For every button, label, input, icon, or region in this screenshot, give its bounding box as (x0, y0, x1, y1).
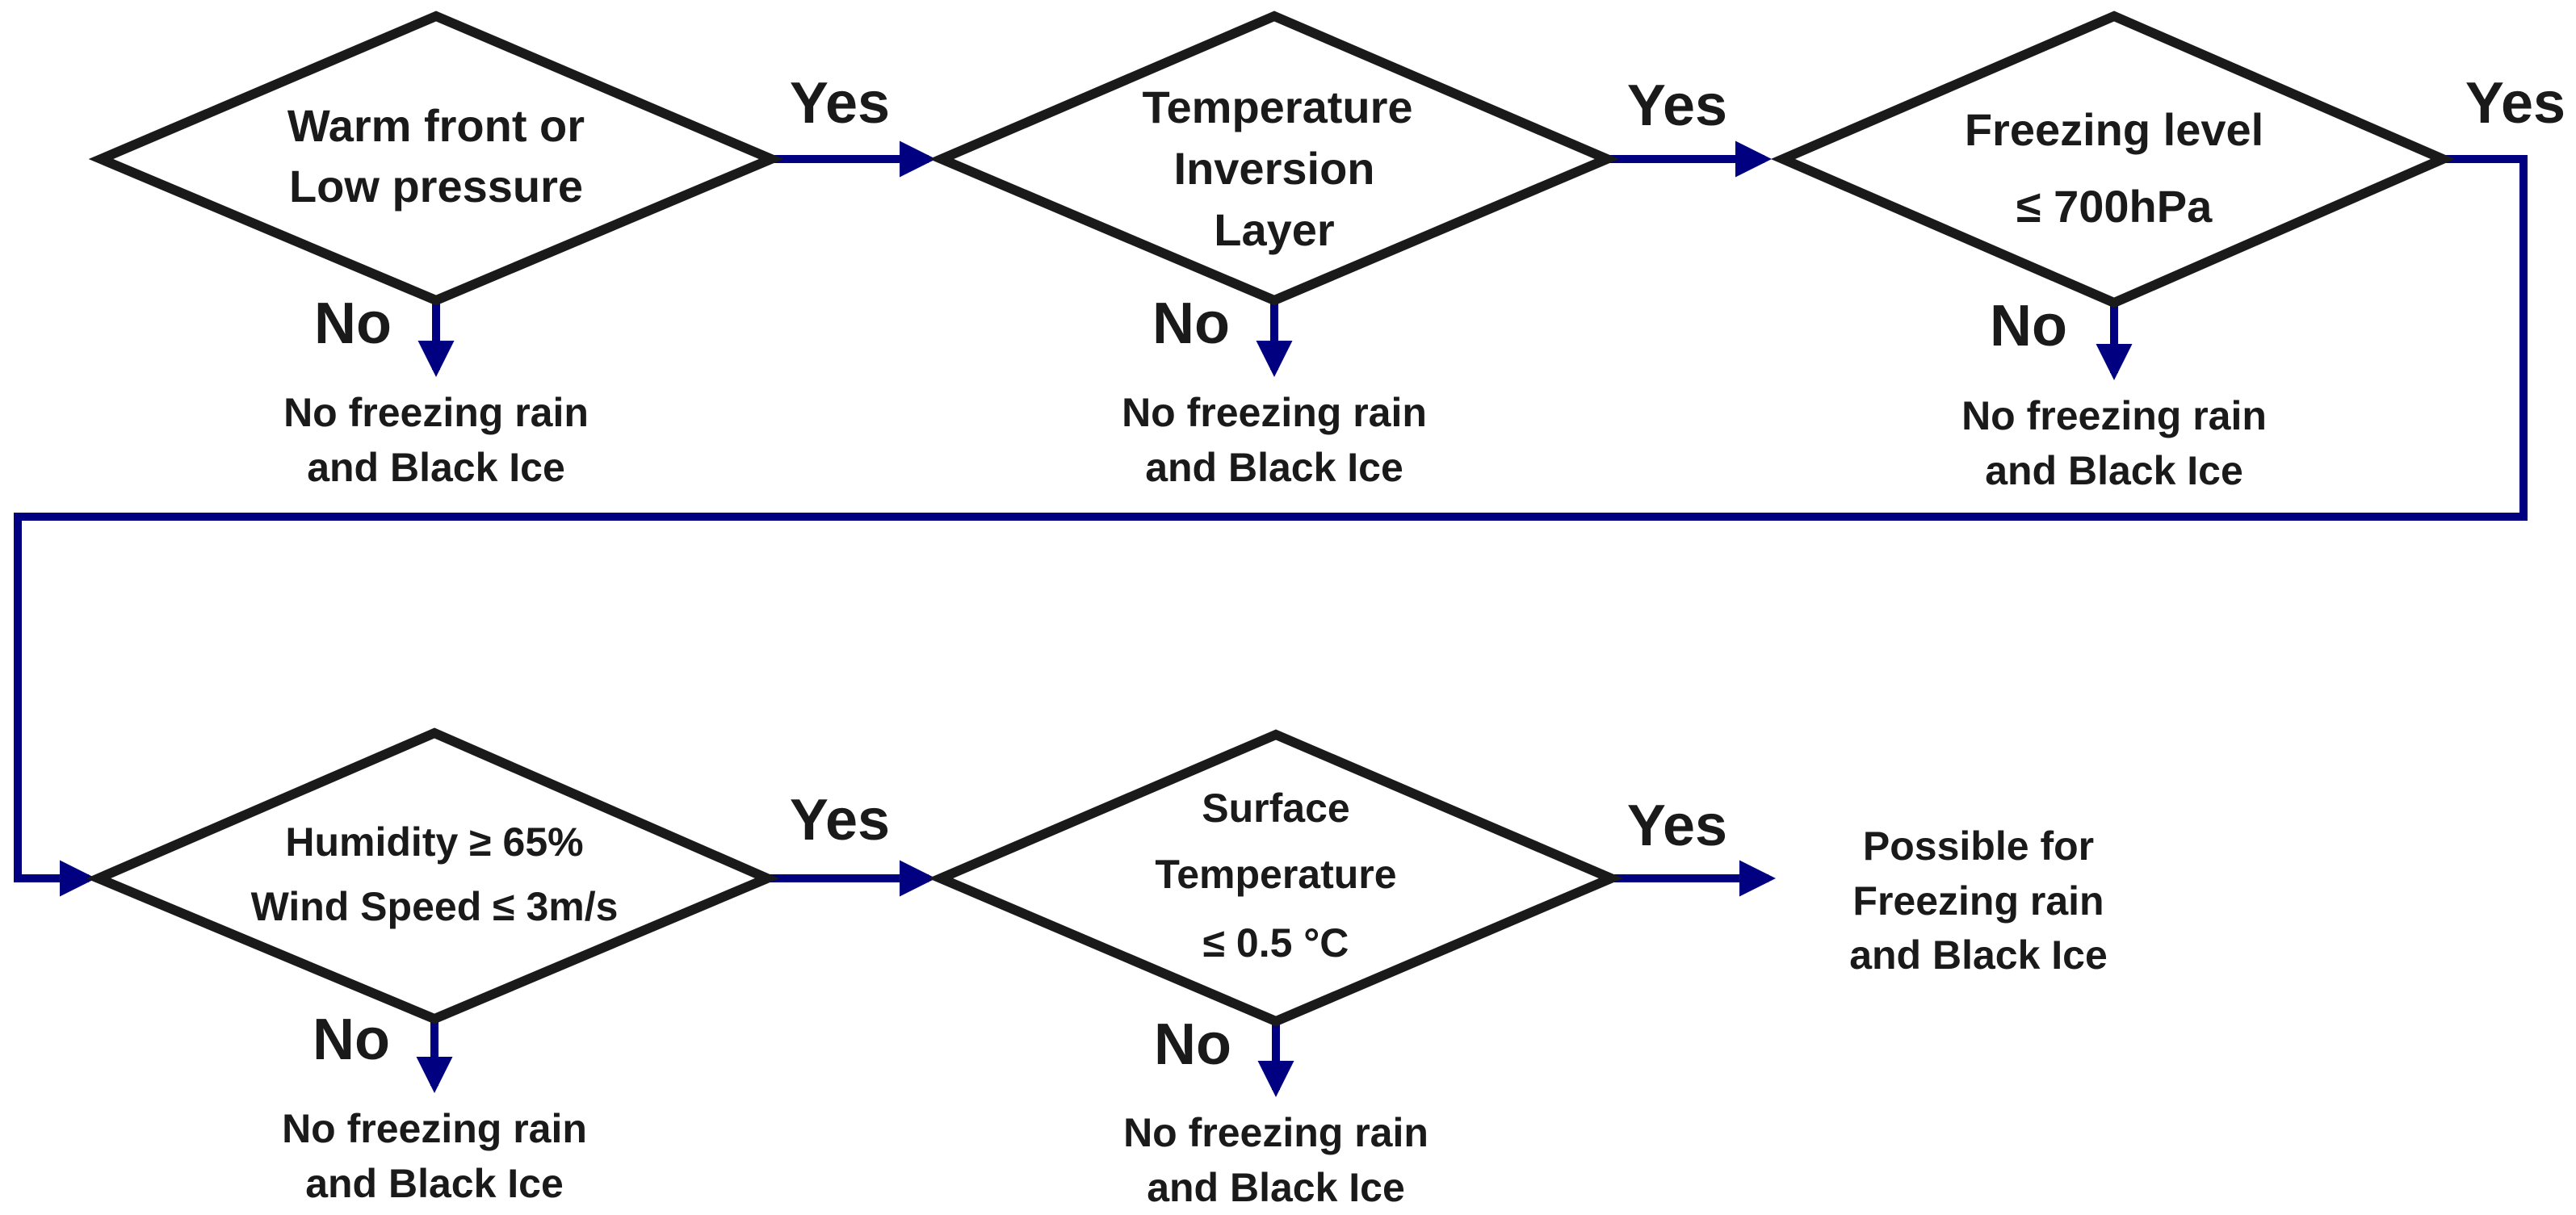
decision-freezing-level: Freezing level ≤ 700hPa (1770, 10, 2456, 308)
no-label: No (313, 1008, 390, 1072)
no-label: No (1154, 1012, 1231, 1077)
no-label: No (1152, 291, 1230, 356)
outcome-text-line: Freezing rain (1852, 878, 2104, 924)
outcome-no-freezing-4: No freezing rain and Black Ice (282, 1106, 587, 1206)
decision-text-line: Low pressure (289, 161, 583, 212)
decision-text-line: Inversion (1174, 143, 1375, 194)
decision-text-line: Surface (1202, 786, 1349, 831)
outcome-text-line: Possible for (1863, 823, 2094, 869)
outcome-text-line: No freezing rain (1961, 393, 2267, 438)
yes-label: Yes (790, 71, 890, 136)
outcome-no-freezing-1: No freezing rain and Black Ice (283, 390, 589, 490)
no-labels: No No No No No (313, 291, 2067, 1077)
decision-text-line: Layer (1214, 204, 1334, 255)
yes-arrow-3-to-4 (14, 155, 2528, 897)
no-label: No (314, 291, 392, 356)
outcome-possible-freezing: Possible for Freezing rain and Black Ice (1849, 823, 2108, 978)
no-label: No (1990, 294, 2067, 358)
decision-surface-temperature: Surface Temperature ≤ 0.5 °C (928, 729, 1624, 1027)
decision-diamond (929, 10, 1620, 306)
decision-temperature-inversion: Temperature Inversion Layer (929, 10, 1620, 306)
outcome-text-line: No freezing rain (283, 390, 589, 435)
outcome-text-line: and Black Ice (1849, 932, 2108, 978)
decision-warm-front: Warm front or Low pressure (88, 10, 784, 306)
decision-text-line: Freezing level (1965, 104, 2263, 155)
decision-diamond (1770, 10, 2456, 308)
connectors (14, 140, 2528, 1097)
decision-text-line: ≤ 700hPa (2016, 181, 2213, 232)
outcome-text-line: and Black Ice (305, 1161, 564, 1206)
decision-diamond (88, 10, 784, 306)
outcome-text-line: and Black Ice (1147, 1165, 1405, 1210)
decision-diamond (86, 727, 780, 1024)
decision-humidity-wind: Humidity ≥ 65% Wind Speed ≤ 3m/s (86, 727, 780, 1024)
yes-labels: Yes Yes Yes Yes Yes (790, 71, 2566, 858)
outcome-no-freezing-3: No freezing rain and Black Ice (1961, 393, 2267, 493)
outcome-text-line: No freezing rain (282, 1106, 587, 1151)
outcome-text-line: No freezing rain (1122, 390, 1427, 435)
decision-diamond (928, 729, 1624, 1027)
yes-label: Yes (2465, 71, 2566, 136)
outcome-no-freezing-2: No freezing rain and Black Ice (1122, 390, 1427, 490)
decision-text-line: Temperature (1155, 852, 1396, 897)
outcome-text-line: and Black Ice (1145, 445, 1403, 490)
decision-text-line: ≤ 0.5 °C (1203, 920, 1349, 966)
decision-text-line: Temperature (1142, 82, 1412, 132)
outcome-text-line: and Black Ice (307, 445, 565, 490)
outcome-text-line: and Black Ice (1985, 448, 2243, 493)
decision-text-line: Humidity ≥ 65% (285, 819, 583, 865)
outcome-no-freezing-5: No freezing rain and Black Ice (1123, 1110, 1429, 1210)
yes-label: Yes (1627, 73, 1727, 138)
outcome-text-line: No freezing rain (1123, 1110, 1429, 1155)
yes-label: Yes (790, 788, 890, 853)
decision-text-line: Wind Speed ≤ 3m/s (251, 884, 619, 929)
yes-label: Yes (1627, 794, 1727, 858)
decision-text-line: Warm front or (287, 100, 585, 151)
